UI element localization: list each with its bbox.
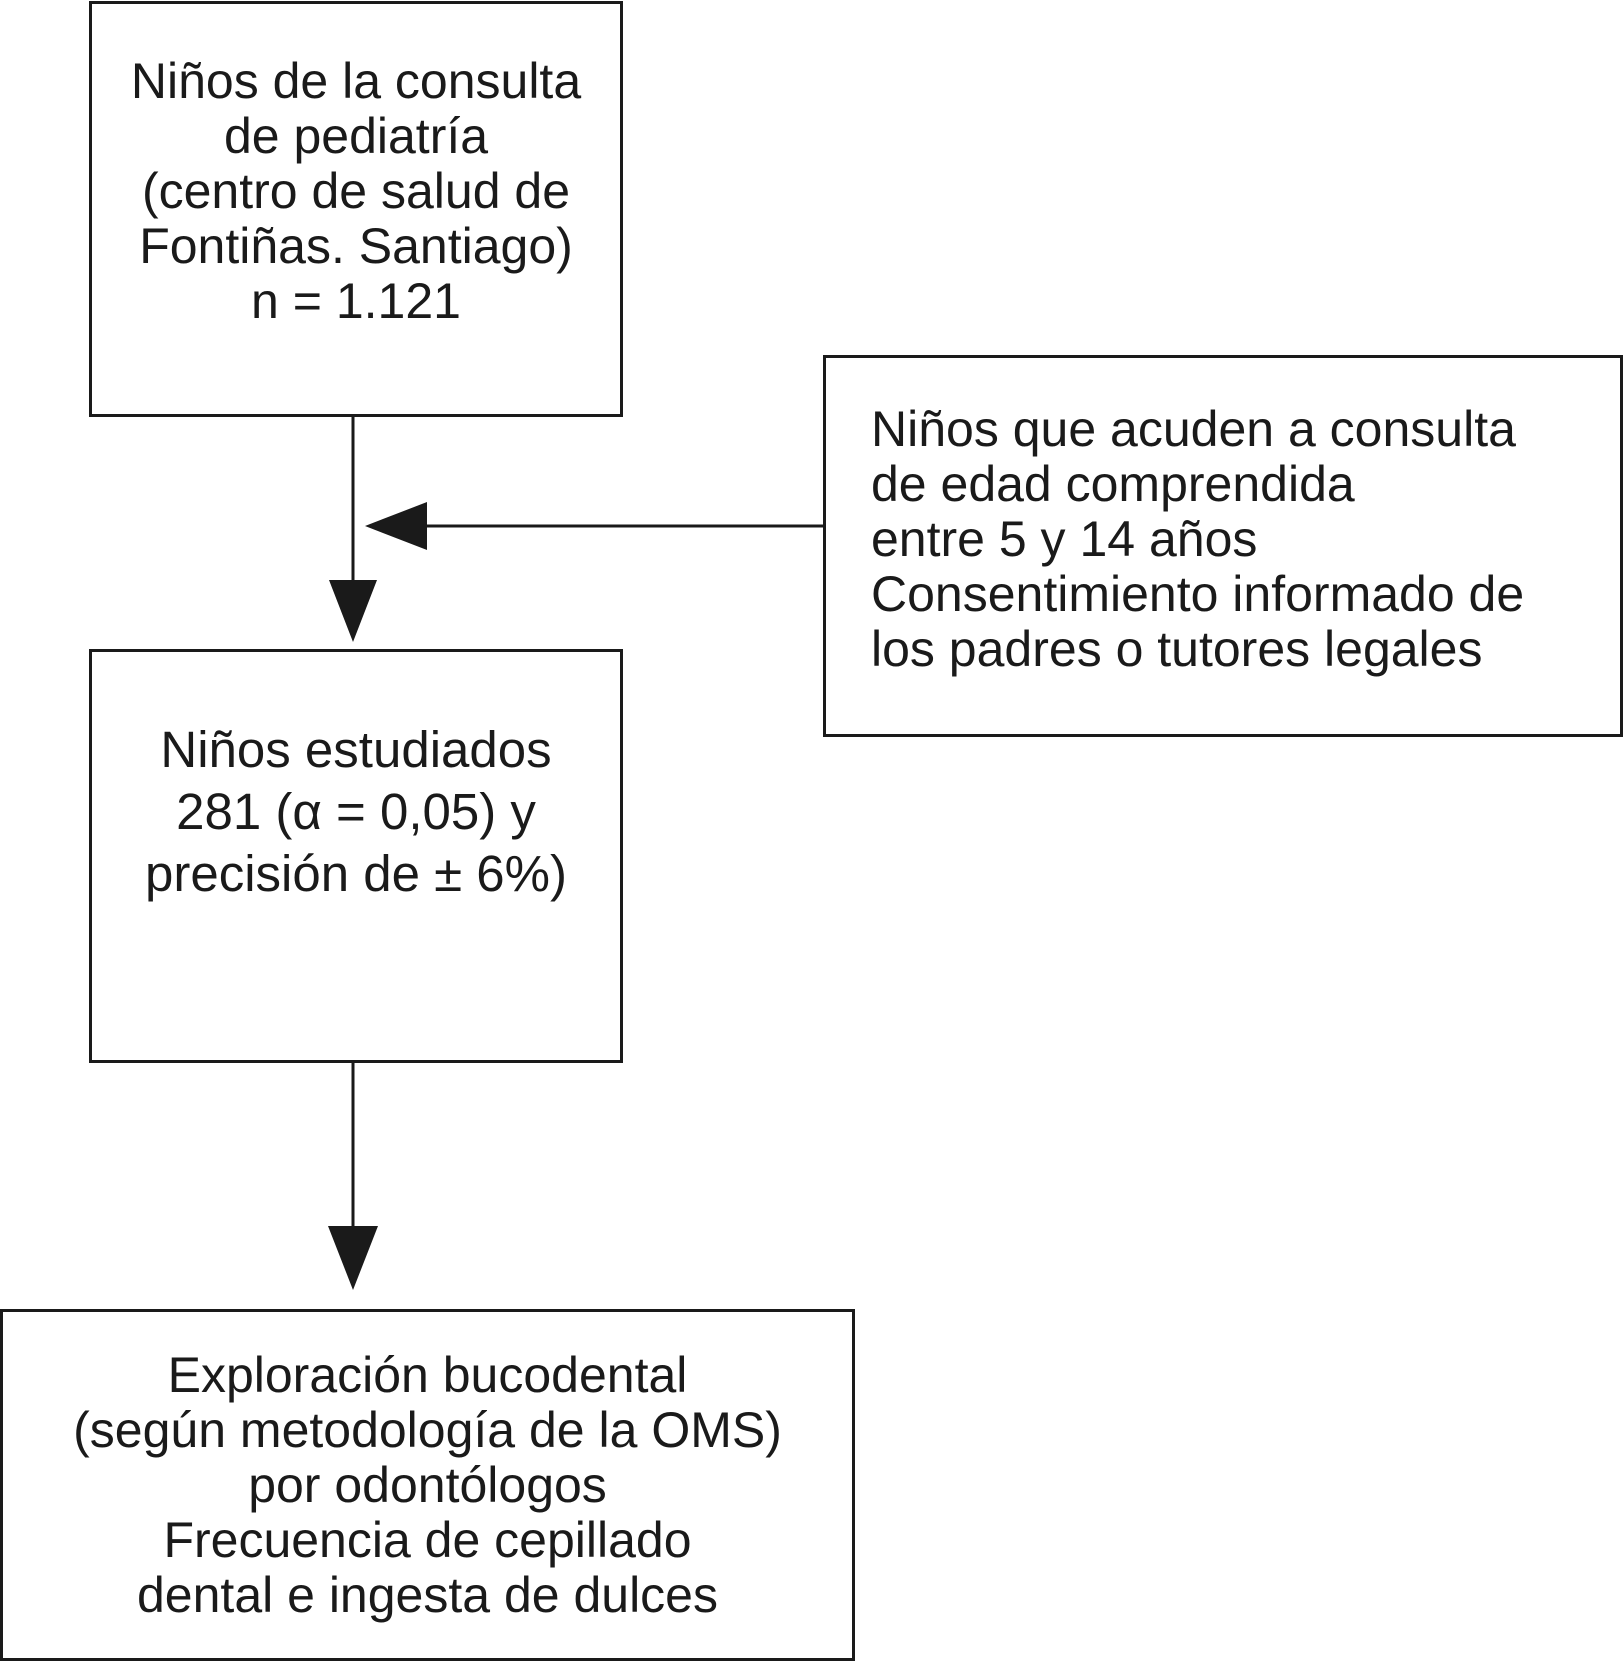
exploration-line: (según metodología de la OMS) <box>73 1401 782 1458</box>
inclusion-criteria-box: Niños que acuden a consulta de edad comp… <box>823 355 1623 737</box>
exploration-text: Exploración bucodental (según metodologí… <box>73 1346 782 1623</box>
population-line: n = 1.121 <box>251 272 461 329</box>
criteria-line: Consentimiento informado de <box>871 565 1525 622</box>
criteria-line: los padres o tutores legales <box>871 620 1483 677</box>
arrow-population-to-studied-head <box>329 580 377 642</box>
arrow-criteria-to-flow-head <box>365 502 427 550</box>
studied-text: Niños estudiados 281 (α = 0,05) y precis… <box>145 719 567 905</box>
studied-line: 281 (α = 0,05) y <box>176 783 536 840</box>
criteria-text: Niños que acuden a consulta de edad comp… <box>871 400 1525 677</box>
exploration-line: Frecuencia de cepillado <box>163 1511 692 1568</box>
exploration-line: dental e ingesta de dulces <box>137 1566 718 1623</box>
criteria-line: Niños que acuden a consulta <box>871 400 1516 457</box>
population-box: Niños de la consulta de pediatría (centr… <box>89 1 623 417</box>
criteria-line: de edad comprendida <box>871 455 1355 512</box>
population-line: Niños de la consulta <box>130 52 582 109</box>
criteria-line: entre 5 y 14 años <box>871 510 1258 567</box>
studied-line: precisión de ± 6%) <box>144 845 568 902</box>
population-line: Fontiñas. Santiago) <box>139 217 573 274</box>
population-line: (centro de salud de <box>141 162 571 219</box>
oral-exploration-box: Exploración bucodental (según metodologí… <box>0 1309 855 1661</box>
exploration-line: Exploración bucodental <box>167 1346 688 1403</box>
population-line: de pediatría <box>223 107 489 164</box>
studied-children-box: Niños estudiados 281 (α = 0,05) y precis… <box>89 649 623 1063</box>
exploration-line: por odontólogos <box>248 1456 607 1513</box>
studied-line: Niños estudiados <box>160 721 552 778</box>
population-text: Niños de la consulta de pediatría (centr… <box>130 52 582 329</box>
arrow-studied-to-exploration-head <box>328 1226 378 1290</box>
